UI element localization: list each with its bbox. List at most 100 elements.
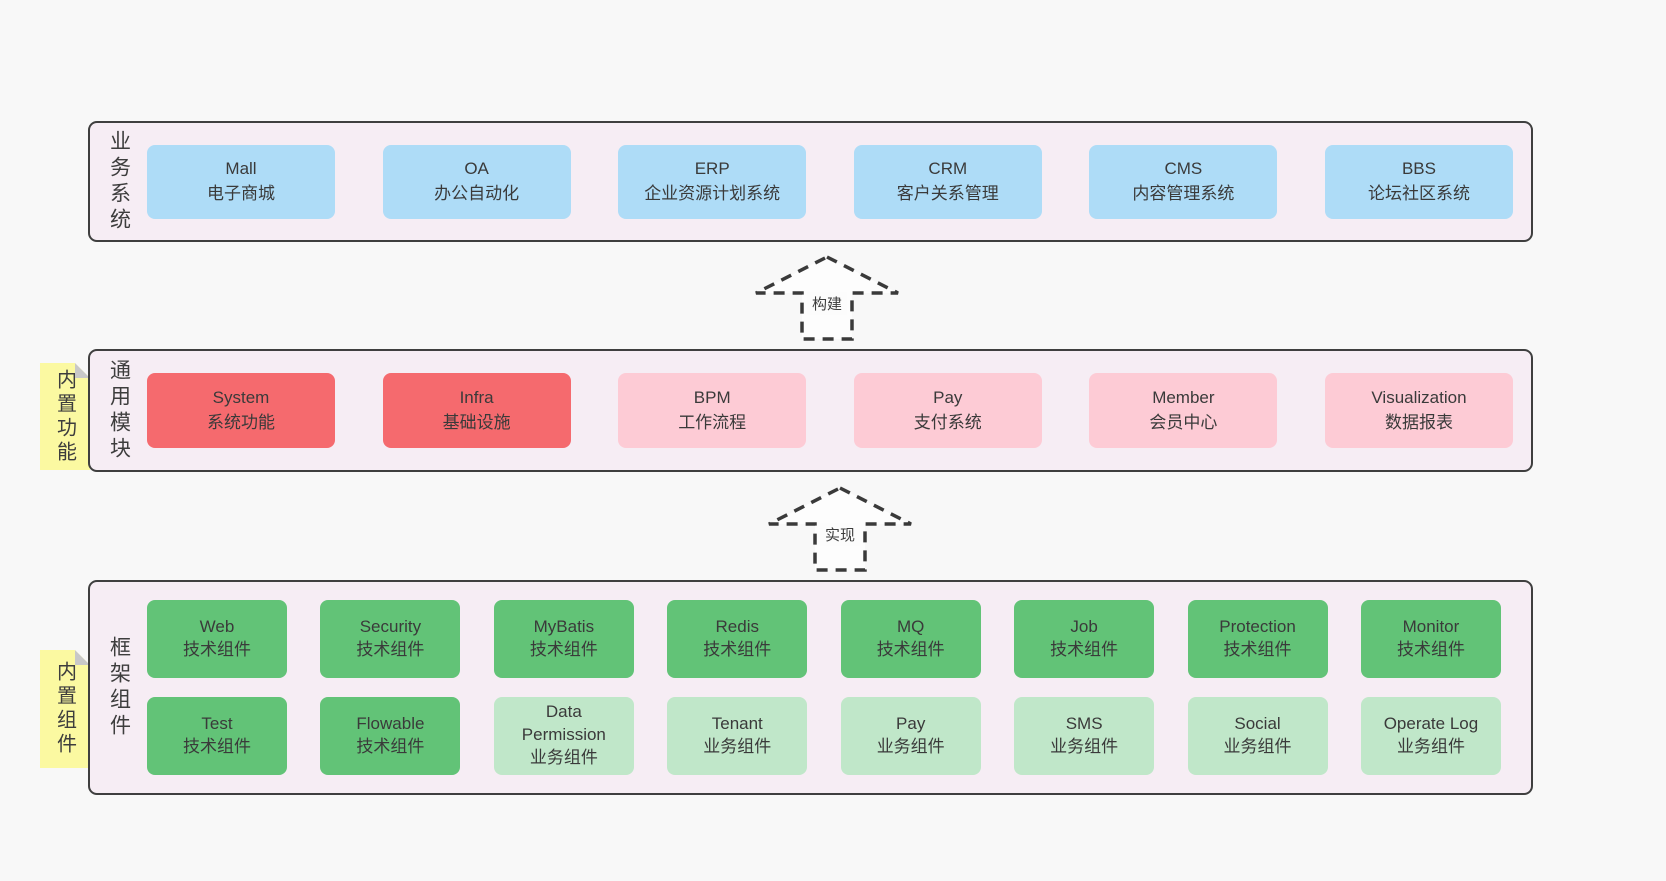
- card-visualization: Visualization 数据报表: [1324, 373, 1513, 448]
- card-data-permission: Data Permission 业务组件: [493, 696, 634, 775]
- card-title: Tenant: [711, 713, 763, 733]
- card-mq: MQ 技术组件: [840, 600, 981, 679]
- card-subtitle: 内容管理系统: [1132, 183, 1235, 203]
- modules-boxes: System 系统功能 Infra 基础设施 BPM 工作流程 Pay 支付系统…: [147, 351, 1531, 470]
- card-bpm: BPM 工作流程: [618, 373, 807, 448]
- card-subtitle: 企业资源计划系统: [644, 183, 781, 203]
- card-oa: OA 办公自动化: [382, 144, 571, 219]
- card-title: MyBatis: [533, 617, 595, 637]
- card-subtitle: 业务组件: [1396, 736, 1465, 756]
- business-boxes: Mall 电子商城 OA 办公自动化 ERP 企业资源计划系统 CRM 客户关系…: [147, 123, 1531, 240]
- card-title: Monitor: [1402, 617, 1460, 637]
- band-business-label: 业务系统: [107, 129, 131, 234]
- card-infra: Infra 基础设施: [382, 373, 571, 448]
- card-subtitle: 客户关系管理: [896, 183, 999, 203]
- card-monitor: Monitor 技术组件: [1360, 600, 1501, 679]
- card-mybatis: MyBatis 技术组件: [493, 600, 634, 679]
- card-job: Job 技术组件: [1014, 600, 1155, 679]
- card-subtitle: 技术组件: [356, 640, 425, 660]
- card-sms: SMS 业务组件: [1014, 696, 1155, 775]
- card-subtitle: 业务组件: [1223, 736, 1292, 756]
- card-mall: Mall 电子商城: [147, 144, 335, 219]
- sticky-text: 内置功能: [53, 368, 76, 465]
- card-pay-component: Pay 业务组件: [840, 696, 981, 775]
- card-subtitle: 业务组件: [876, 736, 945, 756]
- framework-row-1: Web 技术组件 Security 技术组件 MyBatis 技术组件 Redi…: [147, 600, 1501, 679]
- card-title: Web: [199, 617, 235, 637]
- card-title: Infra: [459, 387, 494, 407]
- card-subtitle: 技术组件: [1223, 640, 1292, 660]
- card-title: Operate Log: [1383, 713, 1479, 733]
- card-title: Member: [1152, 387, 1215, 407]
- card-title: BBS: [1401, 158, 1436, 178]
- card-tenant: Tenant 业务组件: [667, 696, 808, 775]
- card-subtitle: 会员中心: [1149, 412, 1218, 432]
- card-subtitle: 业务组件: [529, 748, 598, 768]
- arrow-build: 构建: [752, 254, 902, 342]
- sticky-note-builtin-features: 内置功能: [40, 363, 90, 470]
- card-security: Security 技术组件: [320, 600, 461, 679]
- card-title: Visualization: [1371, 387, 1467, 407]
- card-title: Pay: [896, 713, 926, 733]
- card-test: Test 技术组件: [147, 696, 287, 775]
- card-title: BPM: [693, 387, 731, 407]
- card-flowable: Flowable 技术组件: [320, 696, 461, 775]
- card-title: CRM: [928, 158, 968, 178]
- card-subtitle: 技术组件: [183, 640, 251, 660]
- card-subtitle: 数据报表: [1384, 412, 1453, 432]
- card-protection: Protection 技术组件: [1187, 600, 1328, 679]
- band-common-modules: 通用模块 System 系统功能 Infra 基础设施 BPM 工作流程 Pay…: [88, 349, 1533, 472]
- card-title: Protection: [1219, 617, 1296, 637]
- card-title: Data Permission: [521, 702, 606, 745]
- card-subtitle: 技术组件: [1050, 640, 1119, 660]
- card-subtitle: 技术组件: [876, 640, 945, 660]
- card-subtitle: 技术组件: [703, 640, 772, 660]
- card-subtitle: 业务组件: [703, 736, 772, 756]
- band-business-systems: 业务系统 Mall 电子商城 OA 办公自动化 ERP 企业资源计划系统 CRM…: [88, 121, 1533, 242]
- card-system: System 系统功能: [147, 373, 335, 448]
- card-title: System: [212, 387, 270, 407]
- card-subtitle: 办公自动化: [434, 183, 520, 203]
- card-subtitle: 基础设施: [442, 412, 511, 432]
- card-title: Job: [1070, 617, 1098, 637]
- band-framework-components: 框架组件 Web 技术组件 Security 技术组件 MyBatis 技术组件…: [88, 580, 1533, 795]
- arrow-implement: 实现: [765, 485, 915, 573]
- band-framework-label: 框架组件: [107, 635, 131, 740]
- card-subtitle: 论坛社区系统: [1367, 183, 1470, 203]
- card-pay-module: Pay 支付系统: [853, 373, 1042, 448]
- card-subtitle: 电子商城: [207, 183, 275, 203]
- card-bbs: BBS 论坛社区系统: [1324, 144, 1513, 219]
- card-title: Flowable: [356, 713, 425, 733]
- card-member: Member 会员中心: [1089, 373, 1278, 448]
- card-social: Social 业务组件: [1187, 696, 1328, 775]
- card-title: Social: [1234, 713, 1281, 733]
- card-subtitle: 技术组件: [183, 736, 251, 756]
- card-title: OA: [464, 158, 489, 178]
- card-title: SMS: [1065, 713, 1103, 733]
- card-cms: CMS 内容管理系统: [1089, 144, 1278, 219]
- card-web: Web 技术组件: [147, 600, 287, 679]
- card-redis: Redis 技术组件: [667, 600, 808, 679]
- card-subtitle: 工作流程: [678, 412, 747, 432]
- card-subtitle: 技术组件: [1396, 640, 1465, 660]
- card-subtitle: 支付系统: [913, 412, 982, 432]
- card-subtitle: 系统功能: [207, 412, 275, 432]
- card-title: CMS: [1164, 158, 1203, 178]
- card-subtitle: 技术组件: [529, 640, 598, 660]
- card-title: Security: [359, 617, 422, 637]
- sticky-note-builtin-components: 内置组件: [40, 650, 90, 768]
- card-operate-log: Operate Log 业务组件: [1360, 696, 1501, 775]
- arrow-implement-label: 实现: [819, 523, 861, 546]
- card-crm: CRM 客户关系管理: [853, 144, 1042, 219]
- card-title: ERP: [694, 158, 730, 178]
- card-erp: ERP 企业资源计划系统: [618, 144, 807, 219]
- card-title: Pay: [933, 387, 963, 407]
- card-title: Mall: [225, 158, 257, 178]
- card-subtitle: 业务组件: [1050, 736, 1119, 756]
- arrow-build-label: 构建: [806, 292, 848, 315]
- card-title: Test: [201, 713, 233, 733]
- card-subtitle: 技术组件: [356, 736, 425, 756]
- band-modules-label: 通用模块: [107, 358, 131, 463]
- framework-rows: Web 技术组件 Security 技术组件 MyBatis 技术组件 Redi…: [147, 582, 1531, 793]
